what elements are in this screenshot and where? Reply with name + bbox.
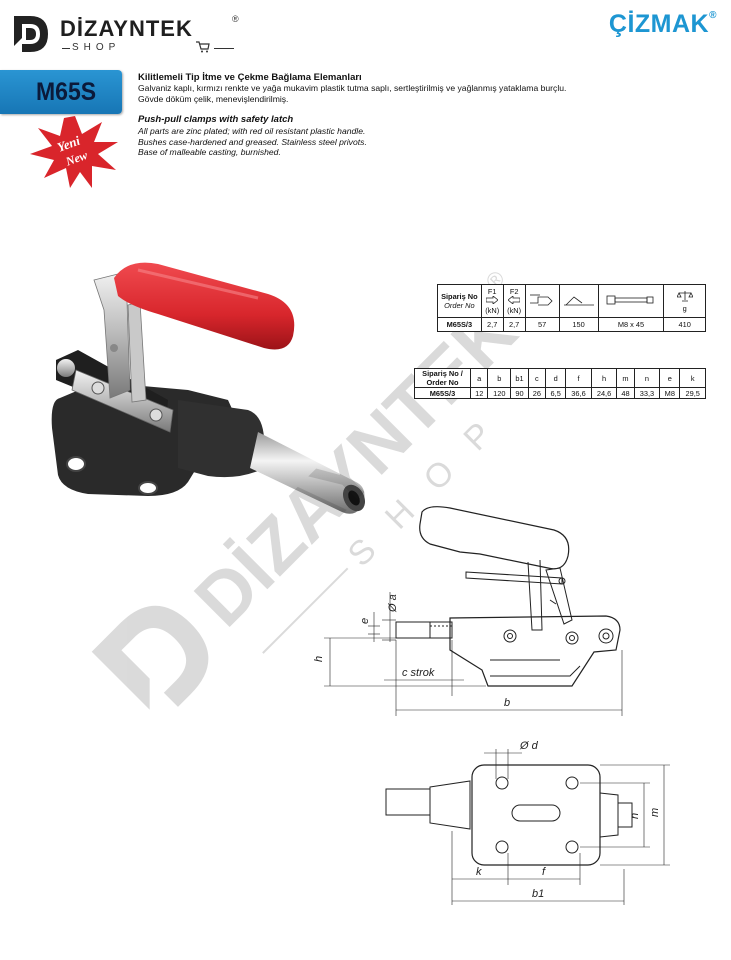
f1-cell: 2,7	[480, 317, 504, 332]
table-header-row: Sipariş No Order No F1 (kN) F2 (kN) g	[437, 284, 706, 318]
order-header-cell: Sipariş No / Order No	[414, 368, 471, 388]
f2-cell: 2,7	[502, 317, 526, 332]
desc-en-line: All parts are zinc plated; with red oil …	[138, 126, 366, 136]
dim-value-cell: 36,6	[565, 387, 592, 399]
pull-arrow-icon	[507, 295, 521, 305]
scale-icon	[676, 290, 694, 301]
brand-registered-mark: ®	[232, 14, 239, 24]
model-code: M65S	[36, 78, 97, 106]
stroke-cell: 57	[524, 317, 560, 332]
dim-value-cell: 120	[487, 387, 512, 399]
bolt-header-cell	[597, 284, 665, 318]
desc-en-line: Bushes case-hardened and greased. Stainl…	[138, 136, 367, 147]
dim-header-cell: f	[565, 368, 592, 388]
f2-header-cell: F2 (kN)	[502, 284, 526, 318]
dim-label-f: f	[542, 866, 546, 878]
f1-label: F1	[487, 287, 497, 296]
description-english: Push-pull clamps with safety latch All p…	[138, 114, 568, 158]
order-header-cell: Sipariş No Order No	[437, 284, 482, 318]
weight-unit: g	[682, 303, 687, 313]
partner-brand-name: ÇİZMAK	[608, 10, 710, 38]
order-cell: M65S/3	[437, 317, 482, 332]
f2-unit: (kN)	[507, 306, 522, 315]
top-view-drawing: Ø d n m k f b1	[385, 740, 670, 905]
desc-en-line: Base of malleable casting, burnished.	[138, 147, 281, 157]
dim-value-cell: 12	[469, 387, 489, 399]
dim-value-cell: 33,3	[633, 387, 661, 399]
dim-label-b1: b1	[532, 888, 544, 900]
angle-header-cell	[558, 284, 599, 318]
spec-table: Sipariş No Order No F1 (kN) F2 (kN) g M6…	[437, 284, 706, 332]
new-badge-icon: Yeni New	[30, 116, 118, 188]
dim-header-cell: n	[633, 368, 661, 388]
order-header-tr: Sipariş No	[441, 292, 478, 301]
side-view-drawing: Ø a e h c strok b	[313, 506, 623, 716]
dizayntek-logo-icon	[14, 16, 48, 52]
stroke-icon	[530, 294, 553, 306]
description-turkish: Kilitlemeli Tip İtme ve Çekme Bağlama El…	[138, 72, 568, 104]
dim-header-cell: b1	[510, 368, 529, 388]
dim-value-cell: 48	[616, 387, 635, 399]
order-header-en: Order No	[444, 301, 475, 310]
dim-value-cell: M8	[659, 387, 681, 399]
table-row: M65S/3 2,7 2,7 57 150 M8 x 45 410	[437, 317, 706, 332]
table-header-row: Sipariş No / Order No a b b1 c d f h m n…	[414, 368, 706, 388]
bolt-cell: M8 x 45	[597, 317, 665, 332]
partner-brand-logo[interactable]: ÇİZMAK®	[609, 10, 717, 39]
angle-cell: 150	[558, 317, 599, 332]
weight-header-cell: g	[663, 284, 706, 318]
dizayntek-logo[interactable]: DİZAYNTEK ® SHOP	[10, 10, 270, 60]
dimension-table: Sipariş No / Order No a b b1 c d f h m n…	[414, 368, 706, 399]
dim-value-cell: 26	[527, 387, 547, 399]
model-badge	[0, 70, 122, 114]
bolt-icon	[606, 295, 654, 305]
dim-header-cell: h	[590, 368, 618, 388]
order-cell: M65S/3	[414, 387, 471, 399]
brand-line-left	[62, 48, 70, 49]
desc-tr-line: Gövde döküm çelik, menevişlendirilmiş.	[138, 93, 289, 104]
dim-label-e: e	[359, 618, 371, 624]
dim-label-c-strok: c strok	[402, 667, 435, 679]
title-english: Push-pull clamps with safety latch	[138, 114, 294, 125]
dim-header-cell: k	[679, 368, 706, 388]
dim-value-cell: 90	[510, 387, 529, 399]
dim-label-n: n	[629, 813, 641, 819]
dim-header-cell: a	[469, 368, 489, 388]
brand-name: DİZAYNTEK	[60, 16, 193, 41]
desc-tr-line: Galvaniz kaplı, kırmızı renkte ve yağa m…	[138, 83, 567, 93]
title-turkish: Kilitlemeli Tip İtme ve Çekme Bağlama El…	[138, 72, 362, 83]
dim-label-k: k	[476, 866, 482, 878]
dim-header-cell: b	[487, 368, 512, 388]
f1-header-cell: F1 (kN)	[480, 284, 504, 318]
push-arrow-icon	[485, 295, 499, 305]
dim-label-h: h	[313, 656, 325, 662]
partner-registered-mark: ®	[709, 10, 717, 21]
dim-header-cell: c	[527, 368, 547, 388]
dim-header-cell: m	[616, 368, 635, 388]
product-photo[interactable]	[38, 250, 383, 530]
dim-value-cell: 29,5	[679, 387, 706, 399]
dim-label-m: m	[649, 808, 661, 817]
angle-icon	[563, 296, 594, 306]
table-row: M65S/3 12 120 90 26 6,5 36,6 24,6 48 33,…	[414, 387, 706, 399]
dim-value-cell: 24,6	[590, 387, 618, 399]
brand-subtitle: SHOP	[72, 42, 121, 53]
dim-header-cell: e	[659, 368, 681, 388]
dim-value-cell: 6,5	[545, 387, 567, 399]
stroke-header-cell	[524, 284, 560, 318]
f1-unit: (kN)	[485, 306, 500, 315]
dim-label-b: b	[504, 697, 510, 709]
dim-label-phi-a: Ø a	[387, 594, 399, 613]
f2-label: F2	[509, 287, 519, 296]
cart-icon	[196, 41, 210, 53]
dim-header-cell: d	[545, 368, 567, 388]
weight-cell: 410	[663, 317, 706, 332]
dim-label-phi-d: Ø d	[519, 740, 539, 752]
brand-line-right	[214, 48, 234, 49]
